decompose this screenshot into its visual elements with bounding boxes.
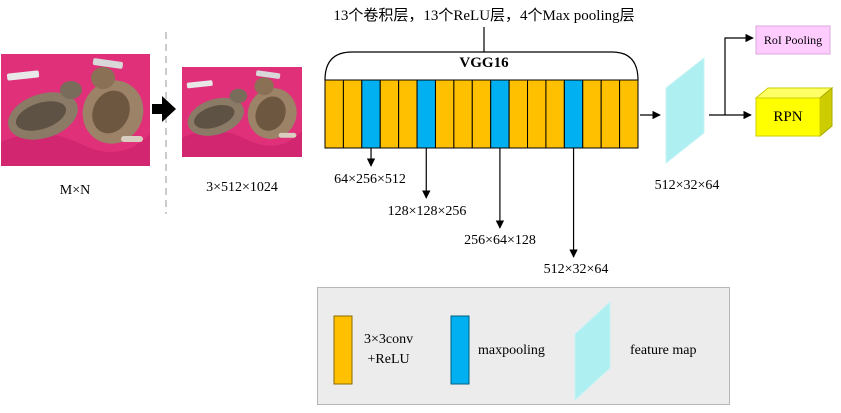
network-name: VGG16 (459, 55, 509, 71)
conv-layer-15 (582, 79, 602, 149)
pool-output-arrows (366, 148, 578, 258)
maxpool-layer-14 (563, 79, 584, 149)
input-image (1, 54, 150, 166)
vgg16-brace (324, 51, 639, 81)
conv-layer-2 (342, 79, 363, 149)
conv-layer-5 (398, 79, 418, 149)
resized-size-label: 3×512×1024 (206, 180, 278, 195)
legend-feature-map-swatch (574, 300, 611, 402)
rpn-box (754, 86, 834, 138)
conv-layer-1 (324, 79, 344, 149)
conv-layer-7 (434, 79, 455, 149)
legend-pool-swatch (450, 315, 470, 385)
feature-map-size-label: 512×32×64 (654, 178, 720, 193)
conv-layer-9 (471, 79, 492, 149)
roi-pooling-label: RoI Pooling (763, 33, 823, 47)
conv-layer-16 (600, 79, 621, 149)
maxpool-layer-3 (361, 79, 381, 149)
pool-output-label-2: 128×128×256 (387, 204, 467, 219)
pool-output-label-3: 256×64×128 (464, 233, 536, 248)
pool-output-label-1: 64×256×512 (334, 172, 406, 187)
resize-arrow (152, 96, 176, 122)
conv-layer-8 (453, 79, 473, 149)
legend-conv-text: 3×3conv +ReLU (364, 330, 413, 370)
legend-swatches (333, 300, 611, 402)
conv-layer-13 (545, 79, 565, 149)
vgg16-layers (324, 79, 639, 149)
legend-conv-line1: 3×3conv (364, 332, 414, 347)
resized-image (182, 67, 302, 157)
maxpool-layer-10 (490, 79, 510, 149)
legend-pool-text: maxpooling (478, 343, 545, 358)
pool-output-label-4: 512×32×64 (543, 262, 609, 277)
legend-conv-line2: +ReLU (367, 352, 410, 367)
conv-layer-17 (619, 79, 639, 149)
roi-pooling-box (755, 25, 831, 55)
legend-conv-swatch (333, 315, 353, 385)
legend: 3×3conv +ReLU maxpooling feature map (317, 287, 730, 405)
conv-layer-11 (508, 79, 529, 149)
network-summary-label: 13个卷积层，13个ReLU层，4个Max pooling层 (333, 8, 635, 24)
input-size-label: M×N (59, 183, 91, 198)
arrow-to-roi-pooling (724, 33, 754, 115)
legend-feature-map-text: feature map (630, 343, 697, 358)
conv-layer-4 (379, 79, 400, 149)
maxpool-layer-6 (416, 79, 436, 149)
conv-layer-12 (527, 79, 547, 149)
feature-map-shape (665, 56, 705, 165)
rpn-label: RPN (773, 109, 803, 125)
